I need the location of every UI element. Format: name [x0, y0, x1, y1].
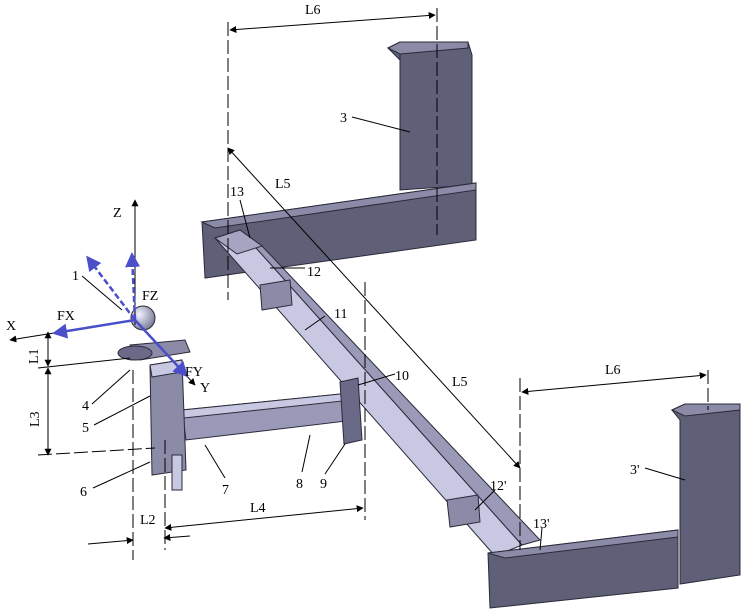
bracket-3: [386, 41, 473, 191]
label-part-1: 1: [72, 269, 79, 284]
label-part-7: 7: [222, 483, 229, 498]
plate-13b: [487, 529, 679, 609]
label-part-3b: 3': [630, 463, 640, 478]
label-part-6: 6: [80, 485, 87, 500]
label-FZ: FZ: [142, 289, 158, 304]
clamp-12: [259, 279, 293, 311]
label-FY: FY: [185, 365, 203, 380]
label-part-12: 12: [307, 265, 321, 280]
label-part-5: 5: [82, 421, 89, 436]
label-Y: Y: [200, 381, 210, 396]
label-part-12b: 12': [490, 479, 507, 494]
label-part-10: 10: [395, 369, 409, 384]
tow-ball: [117, 305, 191, 361]
label-X: X: [6, 319, 16, 334]
dimensions: [9, 8, 709, 560]
label-L5-top: L5: [275, 177, 291, 192]
force-arrows: [52, 252, 189, 378]
label-part-11: 11: [334, 307, 347, 322]
label-L5-right: L5: [452, 375, 468, 390]
label-L4: L4: [250, 501, 266, 516]
label-FX: FX: [57, 309, 75, 324]
bracket-3b: [670, 403, 741, 585]
label-L3: L3: [28, 411, 43, 427]
text-labels: L6 L6 L5 L5 L4 L2 L3 L1 Z X Y FZ FX FY 1…: [6, 3, 640, 532]
label-L1: L1: [27, 348, 42, 364]
leader-lines: [81, 116, 686, 551]
post-5-6: [149, 359, 187, 491]
label-L6-top: L6: [305, 3, 321, 18]
label-part-4: 4: [82, 399, 89, 414]
label-part-8: 8: [296, 477, 303, 492]
label-part-3: 3: [340, 111, 347, 126]
label-L2: L2: [140, 513, 156, 528]
label-Z: Z: [113, 206, 122, 221]
clamp-12b: [446, 494, 481, 528]
label-part-13: 13: [230, 185, 244, 200]
label-part-9: 9: [320, 477, 327, 492]
label-part-13b: 13': [533, 517, 550, 532]
label-L6-right: L6: [605, 363, 621, 378]
